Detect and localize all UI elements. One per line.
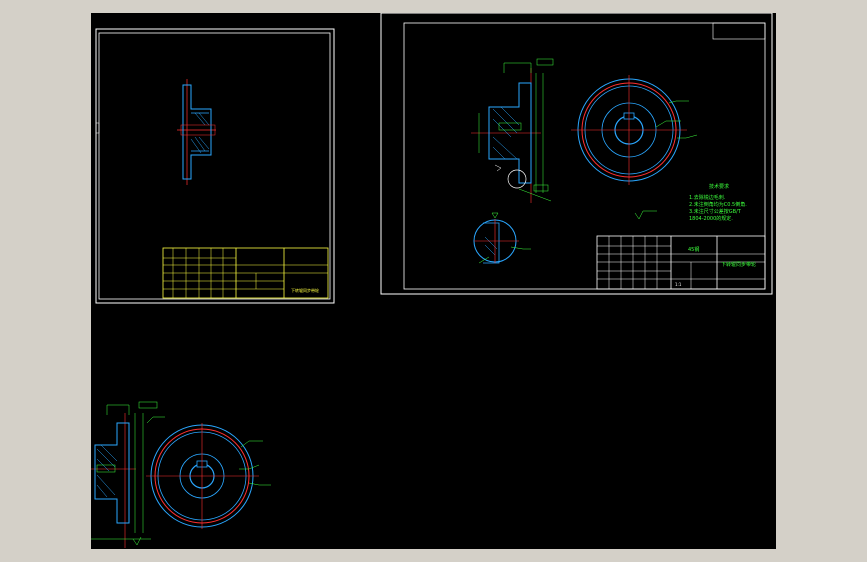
left-pulley-section: [177, 79, 216, 185]
material-text: 45钢: [688, 246, 699, 253]
left-sheet-border: [95, 28, 335, 304]
right-part-name: 下转辊同步带轮: [721, 261, 756, 268]
right-title-block: 45钢 下转辊同步带轮 1:1: [596, 235, 766, 290]
left-part-name: 下转辊同步带轮: [291, 287, 319, 293]
cad-drawing: 下转辊同步带轮: [91, 13, 773, 548]
left-sheet-inner-frame: [98, 32, 331, 300]
scale-text: 1:1: [675, 282, 682, 287]
right-pulley-front-view: [571, 75, 698, 185]
roughness-symbol: [634, 210, 657, 220]
left-sheet: 下转辊同步带轮: [95, 28, 335, 304]
right-sheet-border: [380, 13, 773, 295]
right-corner-box: [712, 22, 766, 40]
tech-note-1: 1.去除锐边毛刺.: [689, 194, 726, 201]
right-sheet-inner-frame: [403, 22, 766, 290]
right-pulley-section: [471, 58, 554, 203]
technical-requirements: 技术要求 1.去除锐边毛刺. 2.未注倒角均为C0.5倒角. 3.未注尺寸公差按…: [634, 183, 747, 222]
lower-views: [91, 401, 271, 548]
left-title-block: 下转辊同步带轮: [162, 247, 329, 299]
right-sheet: 技术要求 1.去除锐边毛刺. 2.未注倒角均为C0.5倒角. 3.未注尺寸公差按…: [380, 13, 773, 295]
tech-title: 技术要求: [709, 183, 729, 190]
lower-pulley-section: [91, 401, 165, 548]
detail-circle: [507, 169, 527, 189]
cad-viewport[interactable]: 下转辊同步带轮: [91, 13, 776, 549]
lower-pulley-front-view: [146, 423, 271, 529]
tech-note-4: 1804-2000的规定.: [689, 215, 733, 222]
tech-note-3: 3.未注尺寸公差按GB/T: [689, 208, 742, 215]
left-sheet-edge-mark: [95, 122, 100, 134]
tech-note-2: 2.未注倒角均为C0.5倒角.: [689, 201, 747, 208]
right-detail-view: [473, 212, 531, 264]
